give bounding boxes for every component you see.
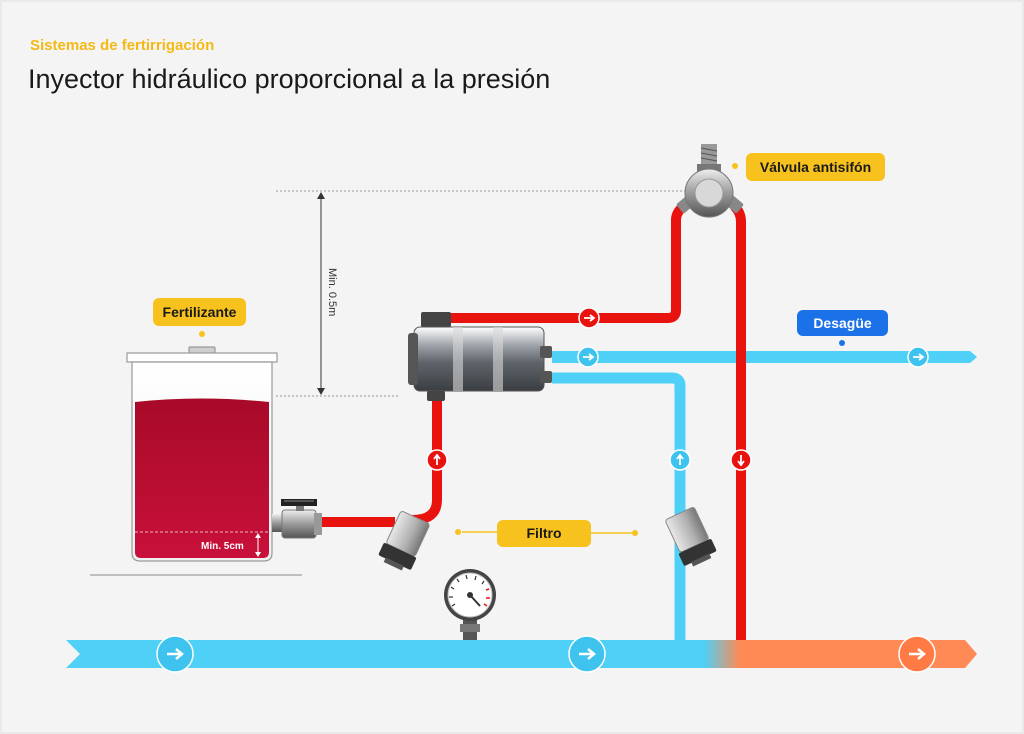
fertilizer-tank: Min. 5cm [90,346,302,576]
antisiphon-valve-icon [676,144,744,218]
injector-icon [408,312,552,401]
arrow-right-icon [898,635,936,673]
fertilizer-label: Fertilizante [163,304,237,320]
arrow-down-icon [730,449,752,471]
drain-label: Desagüe [813,315,872,331]
page-title: Inyector hidráulico proporcional a la pr… [28,64,551,94]
filter-icon [378,511,430,571]
min-level-label: Min. 5cm [201,541,244,552]
min-height-dimension: Min. 0.5m [276,190,700,397]
min-height-label: Min. 0.5m [326,268,338,316]
filter-label: Filtro [527,525,562,541]
injector-supply-line [552,372,686,640]
arrow-right-icon [907,346,929,368]
antisiphon-callout: Válvula antisifón [732,153,885,181]
filter-callout: Filtro [455,520,638,547]
fertilizer-callout: Fertilizante [153,298,246,337]
filter-icon [665,507,717,567]
arrow-right-icon [568,635,606,673]
arrow-right-icon [156,635,194,673]
ball-valve-icon [272,499,322,539]
arrow-right-icon [577,346,599,368]
drain-line [552,351,977,363]
section-subtitle: Sistemas de fertirrigación [30,37,215,54]
arrow-up-icon [669,449,691,471]
drain-callout: Desagüe [797,310,888,346]
antisiphon-label: Válvula antisifón [760,159,871,175]
main-water-line [66,640,977,668]
pressure-gauge-icon [444,569,496,640]
flow-arrows [156,307,936,673]
arrow-up-icon [426,449,448,471]
arrow-right-icon [578,307,600,329]
